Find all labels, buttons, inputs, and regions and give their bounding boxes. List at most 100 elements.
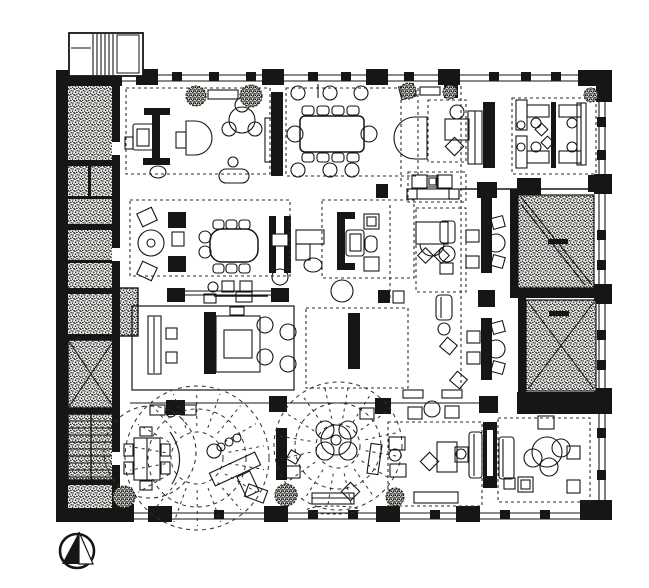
cafe-chair	[490, 214, 506, 231]
slipper-chair	[136, 260, 158, 282]
core-partition	[68, 480, 114, 485]
side-chair	[389, 463, 407, 478]
conference-chair	[346, 152, 360, 163]
cafe-table	[486, 339, 506, 359]
layer-left-core	[67, 86, 139, 510]
stool	[344, 162, 360, 178]
task-chair	[449, 104, 465, 120]
bench-end	[406, 188, 418, 200]
dining-table	[209, 228, 259, 263]
conference-chair	[331, 152, 345, 163]
plant	[112, 485, 136, 509]
core-partition	[68, 160, 114, 166]
sunburst-west-spoke	[217, 405, 241, 434]
side-chair	[149, 404, 166, 416]
task-chair	[165, 351, 178, 364]
bench	[413, 491, 459, 504]
mullion-right	[597, 360, 606, 370]
shaft-bottom-wall	[517, 392, 612, 414]
mullion-top	[489, 72, 499, 81]
sunburst-west-spoke	[153, 482, 177, 511]
conference-chair	[301, 105, 315, 116]
wall-segment	[517, 178, 541, 197]
sunburst-west-spoke	[207, 393, 221, 429]
shaft-wall	[518, 298, 526, 392]
slipper-chair	[136, 206, 158, 228]
mullion-top	[341, 72, 351, 81]
tub-chair	[338, 420, 358, 440]
guest-chair	[279, 323, 297, 341]
mullion-bottom	[430, 510, 440, 519]
zone-dashed	[387, 421, 483, 507]
bookcase-table	[271, 233, 289, 247]
bulkhead-cab	[116, 34, 140, 74]
sunburst-west-spoke	[224, 423, 256, 443]
desk-divider-cap	[144, 108, 170, 115]
desk-u	[215, 315, 261, 373]
bookcase-pier	[168, 256, 186, 272]
side-table	[426, 175, 439, 188]
screen-bar	[276, 428, 287, 480]
sunburst-east-spoke	[343, 473, 352, 505]
wall-pier	[479, 396, 498, 413]
plant	[239, 84, 263, 108]
task-chair	[407, 406, 423, 420]
core-door-gap	[112, 248, 120, 261]
side-chair	[388, 436, 406, 451]
cafe-chair	[490, 359, 506, 376]
dining-chair	[123, 443, 134, 457]
angled-unit	[243, 483, 269, 504]
stool	[322, 162, 338, 178]
corner-bottom-right	[580, 500, 612, 520]
layer-partitions	[130, 92, 497, 488]
side-unit	[203, 293, 217, 304]
desk-chair	[303, 257, 323, 273]
guest-chair	[444, 136, 465, 157]
core-room	[68, 230, 114, 288]
mullion-right	[597, 117, 606, 127]
stool	[437, 322, 451, 336]
sunburst-west-spoke	[129, 463, 166, 471]
dining-chair	[238, 263, 251, 274]
desk-chair	[256, 348, 274, 366]
lounge-chair	[411, 174, 428, 189]
shaft-mid-wall	[510, 288, 612, 298]
sunburst-west-spoke	[173, 487, 187, 523]
tub-chair	[315, 420, 335, 440]
core-room	[68, 294, 114, 334]
core-subpartition	[88, 166, 91, 196]
zone-dashed	[129, 199, 291, 277]
desk-chair	[256, 316, 274, 334]
guest-chair	[416, 246, 435, 265]
sunburst-west	[170, 431, 224, 485]
cafe-chair	[465, 255, 480, 269]
oval-side-table	[364, 235, 378, 253]
side-chair	[359, 407, 375, 420]
elevator-x	[67, 339, 115, 409]
lounge-chair	[436, 174, 453, 189]
room-border	[131, 305, 295, 391]
bench-end	[448, 188, 460, 200]
wall-pier	[167, 288, 185, 302]
table-center	[146, 238, 156, 248]
desk	[415, 221, 449, 245]
angled-desk-return	[236, 470, 260, 498]
sunburst-west	[147, 408, 247, 508]
slipper-chair	[438, 336, 459, 356]
task-chair	[530, 117, 542, 129]
core-partition	[68, 288, 114, 294]
side-table-top	[428, 177, 437, 186]
guest-chair	[340, 481, 361, 502]
pier-top	[262, 69, 284, 85]
mullion-right	[597, 230, 606, 240]
sofa-frame	[337, 263, 355, 270]
side-table	[517, 476, 534, 493]
north-arrow	[58, 531, 96, 570]
cafe-chair	[466, 351, 481, 365]
sunburst-east-spoke	[353, 468, 374, 496]
plant	[385, 487, 405, 507]
core-subpartition	[68, 260, 114, 263]
mullion-top	[209, 72, 219, 81]
sunburst-east-spoke	[342, 386, 349, 419]
wall-pier	[166, 400, 185, 415]
